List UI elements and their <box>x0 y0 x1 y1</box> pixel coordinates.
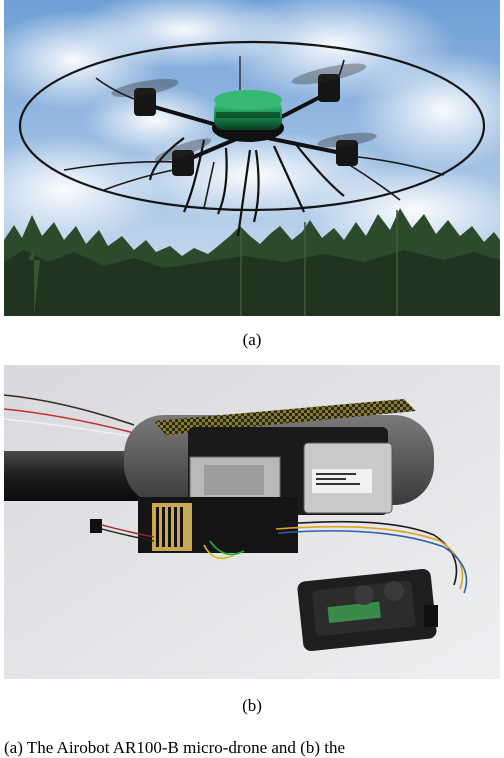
sensor-module-photo <box>4 365 500 679</box>
figure-a-photo <box>4 0 500 316</box>
figure-a-caption: (a) <box>242 330 262 349</box>
quadcopter-photo <box>4 0 500 316</box>
caption-body-text: (a) The Airobot AR100-B micro-drone and … <box>4 738 346 757</box>
figure-b-photo <box>4 365 500 679</box>
figure-b-caption: (b) <box>242 696 262 715</box>
